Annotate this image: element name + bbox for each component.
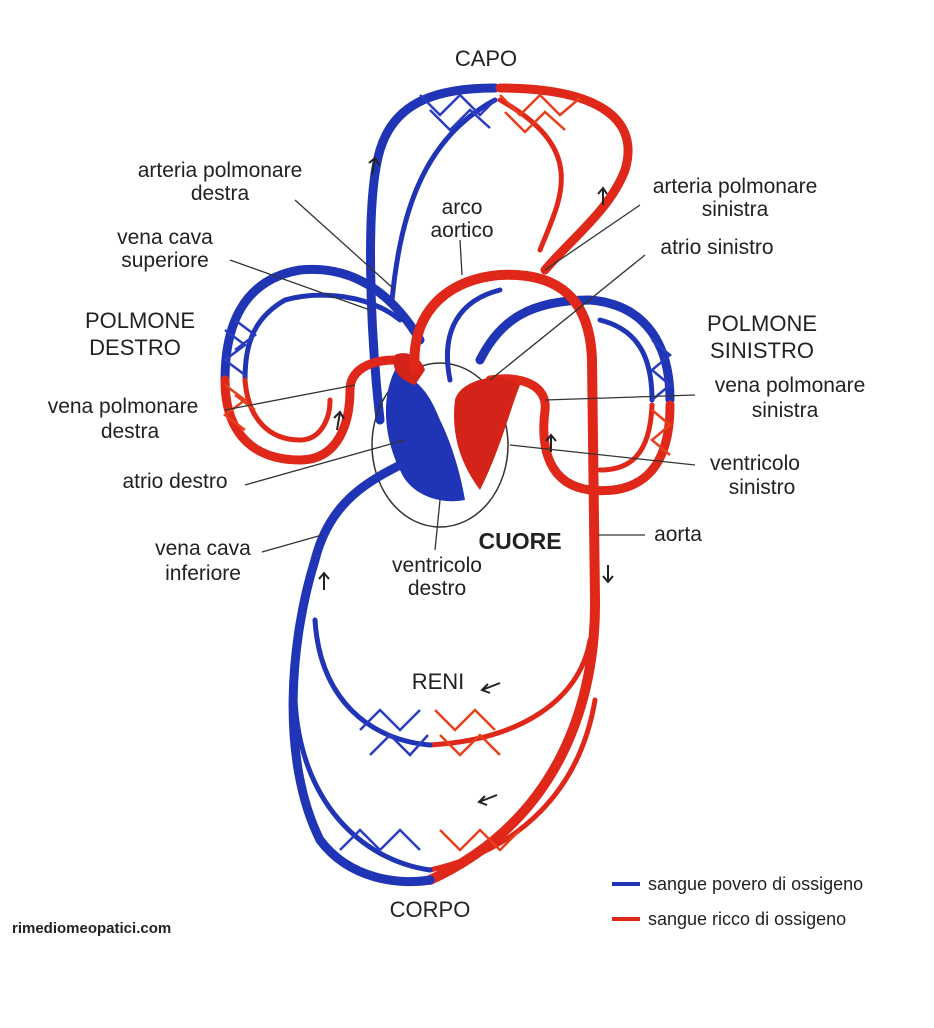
label-right-pulmonary-vein: vena polmonare	[48, 395, 199, 418]
legend-label-oxygenated: sangue ricco di ossigeno	[648, 909, 846, 929]
label-left-ventricle: ventricolo	[710, 452, 800, 475]
label-right-atrium: atrio destro	[122, 470, 227, 493]
label-superior-vena-cava: vena cava	[117, 226, 213, 249]
arrow-icon	[333, 410, 345, 431]
label-right-ventricle: ventricolo	[392, 554, 482, 577]
label-kidneys: RENI	[412, 669, 465, 694]
svg-text:aortico: aortico	[430, 219, 493, 242]
arrow-icon	[602, 565, 614, 584]
label-head: CAPO	[455, 46, 517, 71]
label-left-pulmonary-vein: vena polmonare	[715, 374, 866, 397]
source-credit: rimediomeopatici.com	[12, 920, 171, 937]
arrow-icon	[477, 794, 498, 806]
label-inferior-vena-cava: vena cava	[155, 537, 251, 560]
label-aortic-arch: arco	[442, 196, 483, 219]
legend-label-deoxygenated: sangue povero di ossigeno	[648, 874, 863, 894]
svg-text:destro: destro	[408, 577, 466, 600]
svg-text:SINISTRO: SINISTRO	[710, 338, 814, 363]
right-heart	[385, 370, 465, 502]
svg-text:sinistro: sinistro	[729, 476, 796, 499]
svg-text:sinistra: sinistra	[702, 198, 769, 221]
svg-text:superiore: superiore	[121, 249, 209, 272]
label-right-lung: POLMONE	[85, 308, 195, 333]
svg-text:destra: destra	[191, 182, 250, 205]
label-right-pulmonary-artery: arteria polmonare	[138, 159, 303, 182]
svg-text:inferiore: inferiore	[165, 562, 241, 585]
systemic-circuit	[288, 269, 601, 887]
leader-lines	[224, 199, 696, 553]
label-left-lung: POLMONE	[707, 311, 817, 336]
head-circuit	[366, 83, 633, 425]
right-lung-circuit	[220, 264, 425, 465]
label-aorta: aorta	[654, 523, 702, 546]
svg-text:DESTRO: DESTRO	[89, 335, 181, 360]
arrow-icon	[318, 571, 330, 590]
label-heart: CUORE	[478, 528, 561, 554]
label-left-pulmonary-artery: arteria polmonare	[653, 175, 818, 198]
flow-arrows	[318, 156, 614, 806]
svg-text:sinistra: sinistra	[752, 399, 819, 422]
left-heart	[454, 377, 520, 490]
arrow-icon	[480, 682, 501, 694]
heart	[371, 353, 520, 528]
label-body: CORPO	[390, 897, 471, 922]
arrow-icon	[597, 186, 608, 205]
arrow-icon	[368, 156, 380, 176]
heart-outline	[371, 362, 509, 528]
svg-text:destra: destra	[101, 420, 160, 443]
label-left-atrium: atrio sinistro	[660, 236, 773, 259]
